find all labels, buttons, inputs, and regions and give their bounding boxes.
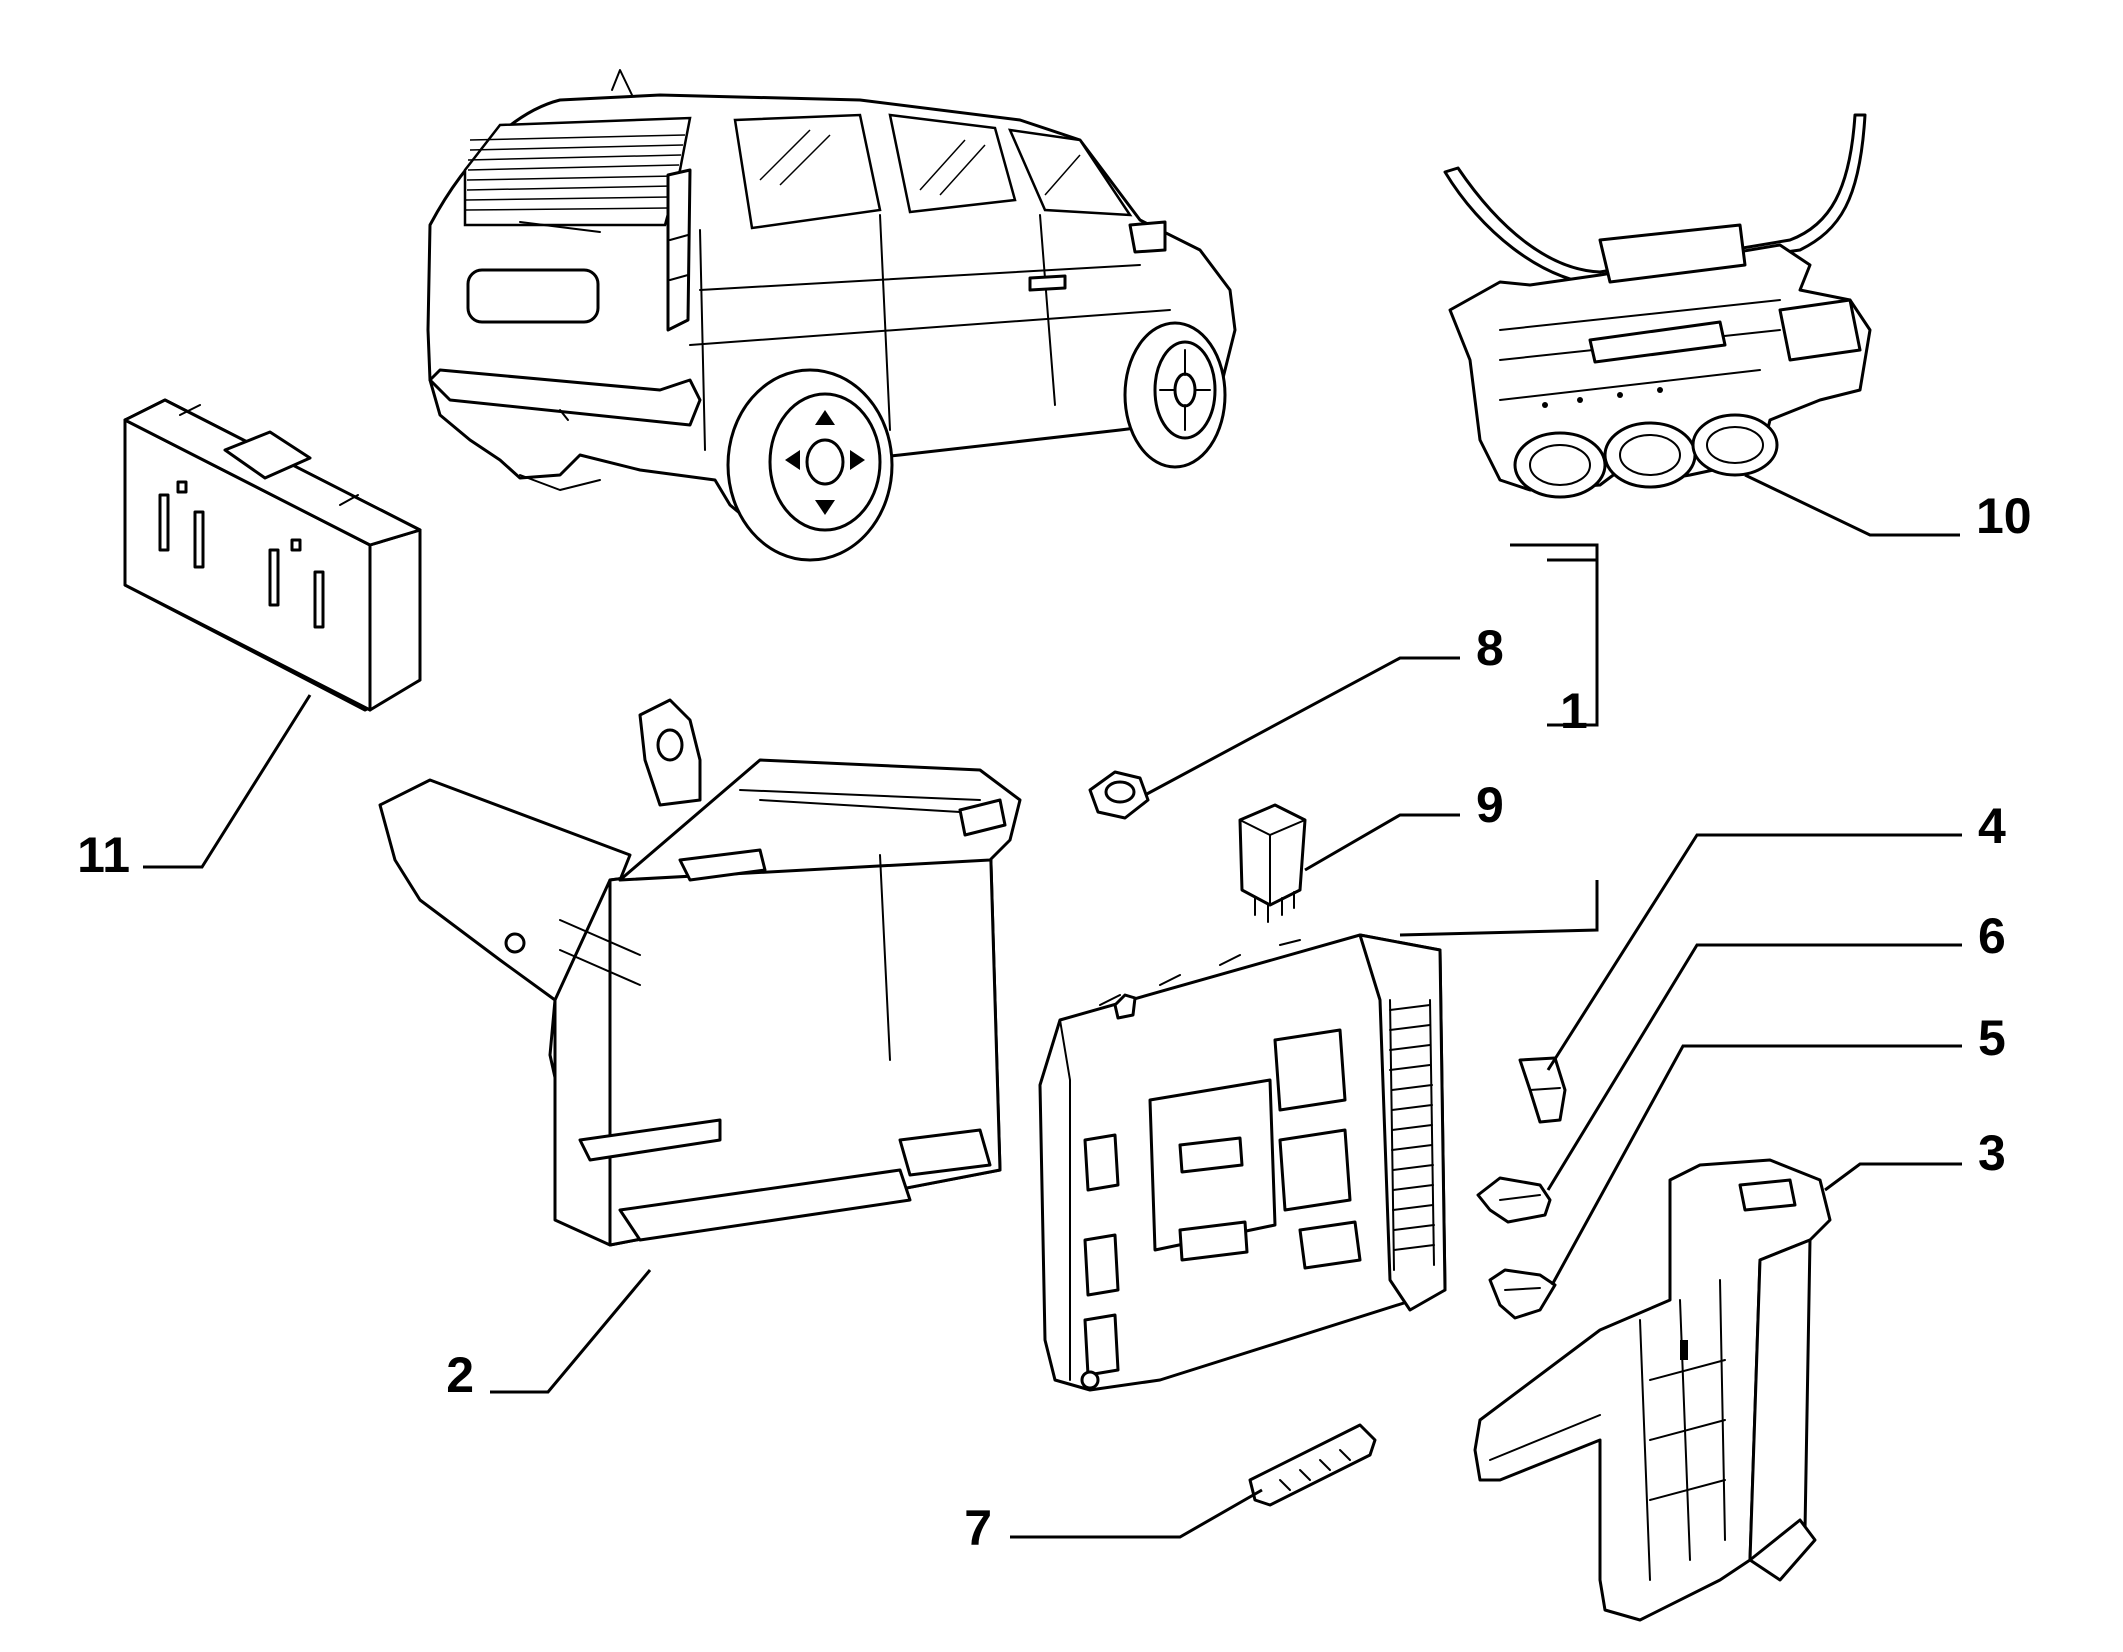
part-10-harness-bracket — [1443, 113, 1872, 499]
part-2-mounting-bracket — [378, 698, 1022, 1247]
fuse-slots — [1389, 999, 1435, 1271]
part-8-nut — [1088, 770, 1150, 820]
leader-line-4 — [1546, 833, 1962, 1071]
callout-11: 11 — [77, 827, 130, 883]
leader-line-7 — [1010, 1488, 1263, 1539]
part-6-fuse — [1476, 1176, 1552, 1224]
callout-7: 7 — [964, 1500, 992, 1556]
callout-labels: 1 2 3 4 5 6 7 8 9 10 11 — [77, 488, 2031, 1556]
rear-window-defroster-lines — [465, 134, 686, 211]
part-3-cover — [1473, 1158, 1832, 1622]
leader-line-6 — [1546, 943, 1962, 1191]
callout-8: 8 — [1476, 620, 1504, 676]
part-7-clip — [1248, 1423, 1377, 1507]
callout-1: 1 — [1560, 683, 1588, 739]
rear-wheel — [726, 368, 894, 562]
callout-10: 10 — [1976, 488, 2032, 544]
part-9-relay — [1238, 803, 1307, 923]
leader-line-11 — [143, 694, 312, 869]
leader-line-1-fusebox — [1399, 880, 1599, 937]
leader-lines — [143, 473, 1962, 1539]
leader-line-2 — [490, 1269, 652, 1394]
leader-line-8 — [1144, 656, 1460, 797]
leader-line-1-top — [1510, 543, 1599, 725]
module-slots — [158, 480, 325, 629]
vehicle-illustration — [426, 69, 1237, 562]
callout-4: 4 — [1978, 798, 2006, 854]
leader-line-10 — [1744, 473, 1960, 537]
part-11-control-module — [123, 398, 422, 712]
part-5-fuse — [1488, 1268, 1557, 1320]
callout-6: 6 — [1978, 908, 2006, 964]
callout-9: 9 — [1476, 777, 1504, 833]
leader-line-3 — [1824, 1162, 1962, 1192]
front-wheel — [1123, 321, 1227, 469]
part-1-fuse-box — [1038, 933, 1447, 1392]
leader-line-5 — [1550, 1044, 1962, 1286]
callout-5: 5 — [1978, 1010, 2006, 1066]
part-4-fuse — [1518, 1056, 1567, 1124]
callout-3: 3 — [1978, 1125, 2006, 1181]
window-reflections — [759, 129, 1081, 196]
leader-line-9 — [1304, 813, 1460, 872]
callout-2: 2 — [446, 1347, 474, 1403]
